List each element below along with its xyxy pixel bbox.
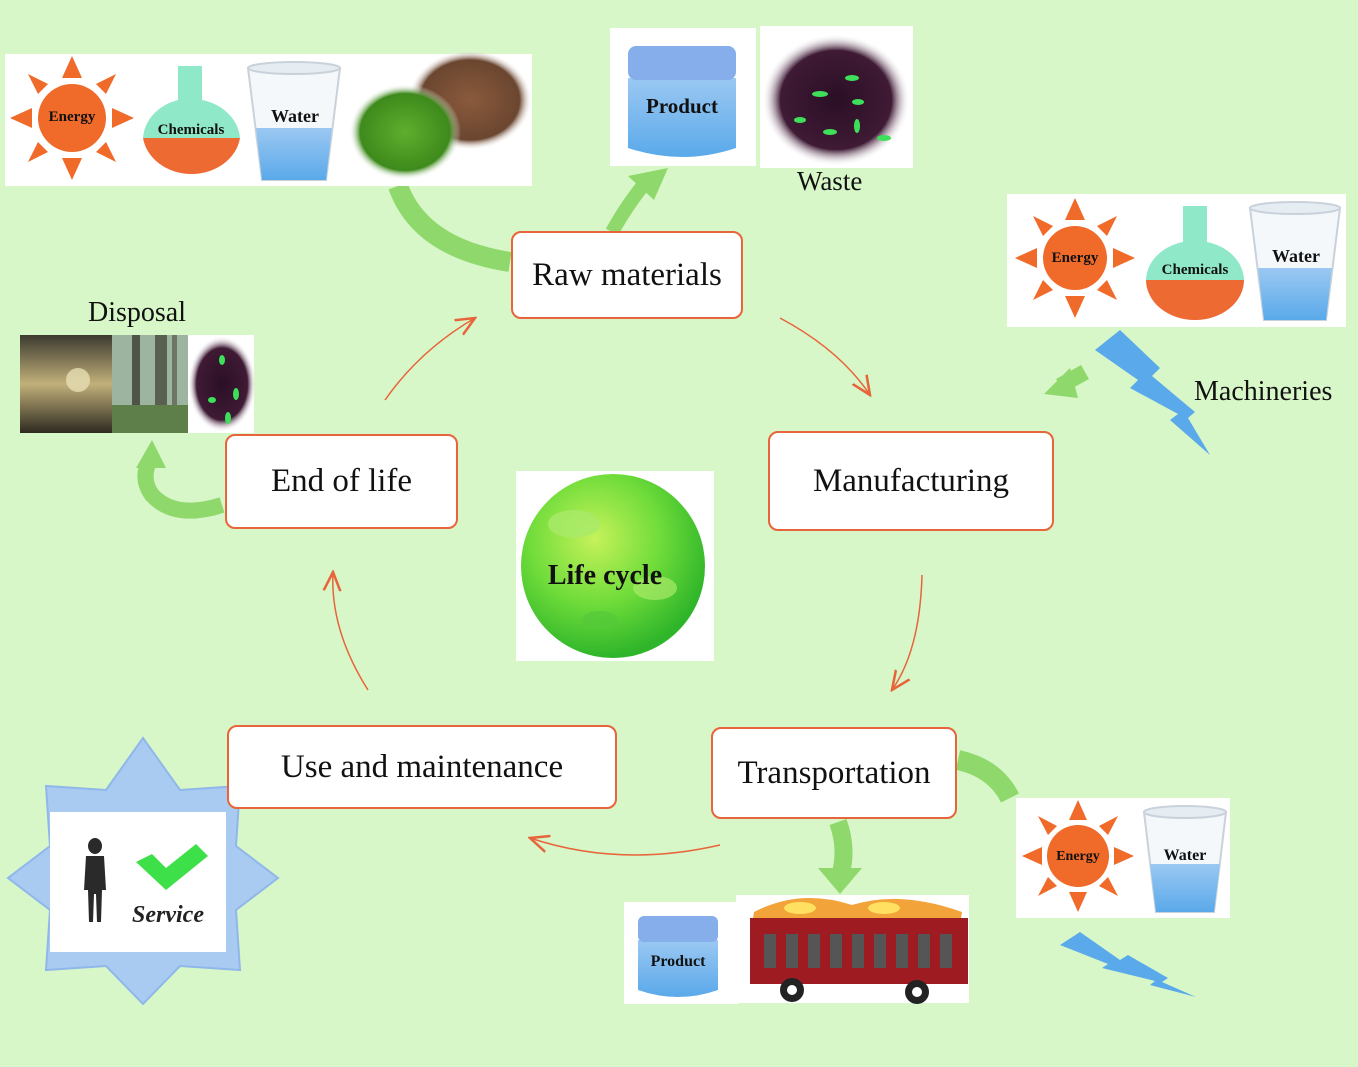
flow-arrowhead-disposal [136,440,166,468]
service-star-badge [6,736,280,1006]
cup-icon-water-1 [246,61,342,181]
lightning-icon-transport [1060,932,1196,997]
waste-blob-image-1 [762,34,910,166]
sun-icon-energy-2 [1015,198,1135,318]
disposal-images [20,335,256,433]
waste-label: Waste [797,166,863,196]
flow-arrow-transport-inputs [955,750,1019,803]
globe-icon [521,474,705,658]
lightning-icon-machinery [1095,330,1210,455]
checkmark-icon [136,844,208,890]
flow-arrowhead-truck [818,868,862,894]
chemicals-label-1: Chemicals [158,122,225,138]
stage-transportation: Transportation [711,727,957,819]
cycle-arrow-manufacturing-to-transport [892,574,923,690]
cycle-arrow-use-to-end [333,572,369,691]
flask-icon-chemicals-1 [143,66,240,175]
flask-icon-chemicals-2 [1146,206,1244,320]
product-label-1: Product [646,94,718,118]
product-container-icon-2 [638,916,718,997]
stage-use-and-maintenance: Use and maintenance [227,725,617,809]
water-label-2: Water [1272,246,1320,266]
product-label-2: Product [651,953,706,970]
service-label: Service [132,902,204,928]
sun-icon-energy-3 [1022,800,1134,912]
cup-icon-water-3 [1142,805,1228,913]
person-icon [84,838,106,922]
stage-raw-materials: Raw materials [511,231,743,319]
cup-icon-water-2 [1248,201,1342,321]
energy-label-2: Energy [1052,250,1099,266]
cycle-arrow-end-to-raw [384,318,475,401]
cycle-arrow-raw-to-manufacturing [779,317,870,395]
flow-arrow-transport-to-truck [829,818,853,879]
life-cycle-label: Life cycle [548,560,662,591]
water-label-3: Water [1164,847,1207,864]
chemicals-label-2: Chemicals [1162,262,1229,278]
energy-label-3: Energy [1056,849,1100,864]
stage-manufacturing: Manufacturing [768,431,1054,531]
sun-icon-energy-1 [10,56,134,180]
product-container-icon-1 [628,46,736,157]
energy-label-1: Energy [49,109,96,125]
disposal-label: Disposal [88,297,186,328]
water-label-1: Water [271,106,319,126]
truck-icon [750,897,968,1004]
flow-arrow-end-to-disposal [137,456,225,519]
stage-end-of-life: End of life [225,434,458,529]
machineries-label: Machineries [1194,376,1333,407]
shrub-image [349,84,461,180]
flow-arrowhead-product [628,168,668,200]
flow-arrowhead-machinery [1044,368,1078,398]
cycle-arrow-transport-to-use [530,838,721,856]
flow-arrow-inputs-to-raw [388,182,512,272]
